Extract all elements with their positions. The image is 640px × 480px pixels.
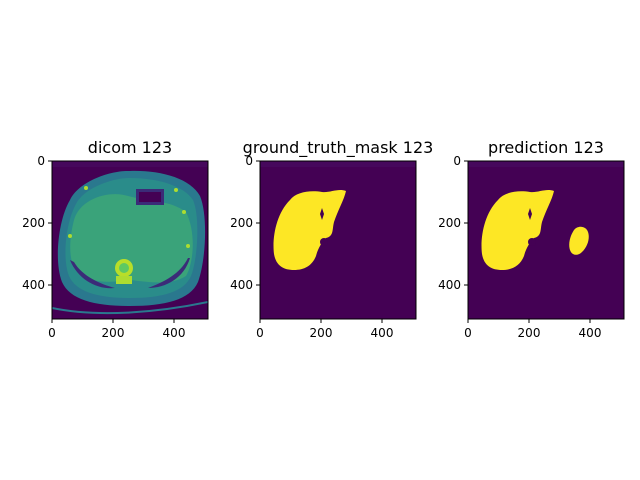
prediction-image — [468, 161, 624, 319]
dicom-x-tick: 200 — [102, 326, 125, 340]
ground-truth-axes-frame — [259, 160, 417, 320]
ground-truth-x-tick: 200 — [310, 326, 333, 340]
panel-dicom-title: dicom 123 — [88, 138, 172, 157]
ground-truth-y-tick: 0 — [245, 154, 253, 168]
ground-truth-y-tick: 200 — [230, 216, 253, 230]
dicom-y-tick: 0 — [37, 154, 45, 168]
ground-truth-image — [260, 161, 416, 319]
dicom-y-axis: 0 200 400 — [22, 154, 52, 292]
prediction-y-tick: 200 — [438, 216, 461, 230]
dicom-axes-frame — [51, 160, 209, 320]
prediction-x-tick: 400 — [579, 326, 602, 340]
prediction-axes-frame — [467, 160, 625, 320]
prediction-x-tick: 200 — [518, 326, 541, 340]
dicom-y-tick: 400 — [22, 278, 45, 292]
panel-dicom: dicom 123 — [22, 138, 209, 340]
prediction-x-tick: 0 — [464, 326, 472, 340]
dicom-x-axis: 0 200 400 — [48, 319, 185, 340]
panel-prediction-title: prediction 123 — [488, 138, 604, 157]
prediction-x-axis: 0 200 400 — [464, 319, 601, 340]
dicom-image — [52, 161, 208, 319]
panel-ground-truth: ground_truth_mask 123 0 200 400 0 200 40… — [230, 138, 433, 340]
ground-truth-x-tick: 400 — [371, 326, 394, 340]
panel-prediction: prediction 123 0 200 400 0 200 400 — [438, 138, 625, 340]
dicom-x-tick: 400 — [163, 326, 186, 340]
ground-truth-y-tick: 400 — [230, 278, 253, 292]
prediction-y-axis: 0 200 400 — [438, 154, 468, 292]
panel-ground-truth-title: ground_truth_mask 123 — [243, 138, 434, 158]
prediction-y-tick: 400 — [438, 278, 461, 292]
ground-truth-x-tick: 0 — [256, 326, 264, 340]
dicom-x-tick: 0 — [48, 326, 56, 340]
ground-truth-y-axis: 0 200 400 — [230, 154, 260, 292]
ground-truth-x-axis: 0 200 400 — [256, 319, 393, 340]
prediction-y-tick: 0 — [453, 154, 461, 168]
dicom-y-tick: 200 — [22, 216, 45, 230]
